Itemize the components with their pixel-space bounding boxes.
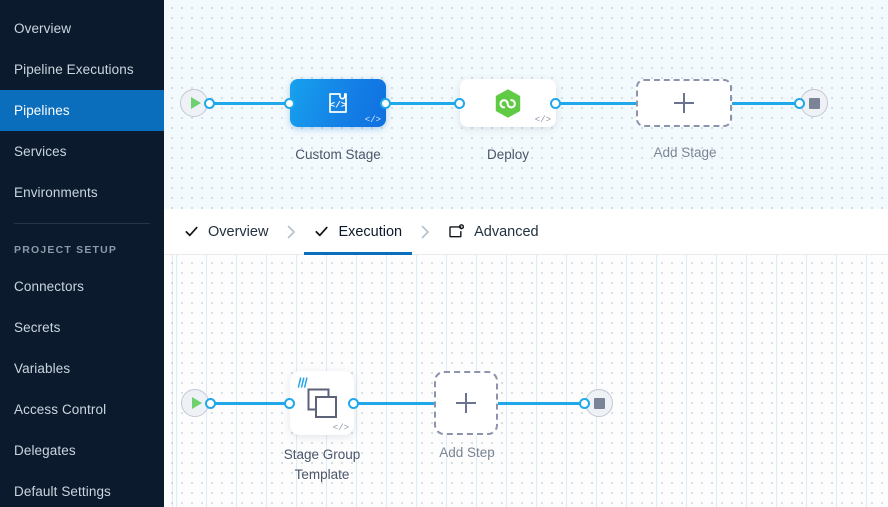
check-icon — [315, 226, 329, 237]
sidebar-item-label: Secrets — [14, 320, 61, 335]
sidebar-section-label: PROJECT SETUP — [14, 244, 118, 256]
deploy-input-port[interactable] — [454, 98, 465, 109]
sidebar-item-access-control[interactable]: Access Control — [0, 389, 164, 430]
execution-end-input-port[interactable] — [579, 398, 590, 409]
sidebar-item-pipelines[interactable]: Pipelines — [0, 90, 164, 131]
tab-label: Advanced — [474, 223, 539, 240]
harness-cd-hexagon-icon — [495, 88, 521, 118]
sidebar-item-label: Connectors — [14, 279, 85, 294]
sidebar-item-label: Default Settings — [14, 484, 111, 499]
yaml-code-badge[interactable]: </> — [364, 115, 381, 125]
execution-start-output-port[interactable] — [205, 398, 216, 409]
advanced-gear-window-icon — [449, 223, 465, 237]
stage-box[interactable]: </> — [460, 79, 556, 127]
stage-label-deploy: Deploy — [486, 147, 530, 162]
sidebar-item-overview[interactable]: Overview — [0, 8, 164, 49]
tab-advanced[interactable]: Advanced — [438, 209, 549, 255]
stacked-squares-icon — [307, 388, 337, 418]
sidebar-item-label: Access Control — [14, 402, 107, 417]
add-stage-node[interactable] — [636, 79, 732, 127]
add-stage-label: Add Stage — [653, 145, 717, 160]
play-icon — [190, 97, 201, 109]
sidebar-item-label: Pipeline Executions — [14, 62, 134, 77]
stage-box[interactable]: </> </> — [290, 79, 386, 127]
stage-group-input-port[interactable] — [284, 398, 295, 409]
start-output-port[interactable] — [204, 98, 215, 109]
tab-overview[interactable]: Overview — [174, 209, 278, 255]
end-input-port[interactable] — [794, 98, 805, 109]
connector-deploy-to-add-stage — [544, 102, 654, 105]
sidebar-item-label: Variables — [14, 361, 71, 376]
sidebar-item-connectors[interactable]: Connectors — [0, 266, 164, 307]
play-icon — [191, 397, 202, 409]
step-box[interactable]: </> — [290, 371, 354, 435]
sidebar-divider — [14, 223, 150, 224]
sidebar: Overview Pipeline Executions Pipelines S… — [0, 0, 164, 507]
add-step-label: Add Step — [439, 445, 495, 460]
sidebar-item-label: Environments — [14, 185, 98, 200]
sidebar-item-label: Services — [14, 144, 67, 159]
connector-add-step-to-end — [494, 402, 594, 405]
template-lines-icon — [297, 375, 309, 393]
add-step-box[interactable] — [434, 371, 498, 435]
tab-execution[interactable]: Execution — [304, 209, 412, 255]
sidebar-item-environments[interactable]: Environments — [0, 172, 164, 213]
sidebar-item-services[interactable]: Services — [0, 131, 164, 172]
sidebar-item-pipeline-executions[interactable]: Pipeline Executions — [0, 49, 164, 90]
step-node-stage-group-template[interactable]: </> — [290, 371, 354, 435]
add-step-node[interactable] — [434, 371, 498, 435]
deploy-output-port[interactable] — [550, 98, 561, 109]
chevron-right-icon — [421, 225, 429, 238]
stage-group-output-port[interactable] — [348, 398, 359, 409]
custom-stage-code-icon: </> — [329, 93, 347, 113]
stop-square-icon — [808, 97, 820, 109]
svg-text:</>: </> — [329, 99, 347, 110]
plus-icon — [456, 393, 476, 413]
connector-start-to-stage-group — [198, 402, 320, 405]
tab-label: Overview — [208, 223, 269, 240]
sidebar-item-default-settings[interactable]: Default Settings — [0, 471, 164, 507]
stage-node-deploy[interactable]: </> — [460, 79, 556, 127]
sidebar-item-label: Overview — [14, 21, 72, 36]
sidebar-item-delegates[interactable]: Delegates — [0, 430, 164, 471]
stage-node-custom-stage[interactable]: </> </> — [290, 79, 386, 127]
stage-tabbar: Overview Execution — [164, 209, 888, 255]
custom-stage-input-port[interactable] — [284, 98, 295, 109]
yaml-code-badge[interactable]: </> — [332, 423, 349, 433]
yaml-code-badge[interactable]: </> — [534, 115, 551, 125]
execution-graph-canvas[interactable]: </> Stage Group Template Add Step — [164, 255, 888, 507]
chevron-right-icon — [288, 225, 296, 238]
plus-icon — [674, 93, 694, 113]
stage-graph-canvas[interactable]: </> </> Custom Stage </> — [164, 0, 888, 209]
step-label-stage-group-template: Stage Group Template — [283, 447, 361, 483]
custom-stage-output-port[interactable] — [380, 98, 391, 109]
stage-label-custom-stage: Custom Stage — [295, 147, 381, 162]
connector-stage-group-to-add-step — [346, 402, 436, 405]
add-stage-box[interactable] — [636, 79, 732, 127]
tab-label: Execution — [338, 223, 403, 240]
connector-custom-stage-to-deploy — [311, 102, 471, 105]
sidebar-item-variables[interactable]: Variables — [0, 348, 164, 389]
connector-start-to-custom-stage — [197, 102, 317, 105]
tab-separator — [412, 224, 438, 240]
tab-separator — [278, 224, 304, 240]
check-icon — [185, 226, 198, 237]
main-content: </> </> Custom Stage </> — [164, 0, 888, 507]
sidebar-item-label: Delegates — [14, 443, 76, 458]
sidebar-item-secrets[interactable]: Secrets — [0, 307, 164, 348]
stop-square-icon — [593, 397, 605, 409]
sidebar-item-label: Pipelines — [14, 103, 70, 118]
